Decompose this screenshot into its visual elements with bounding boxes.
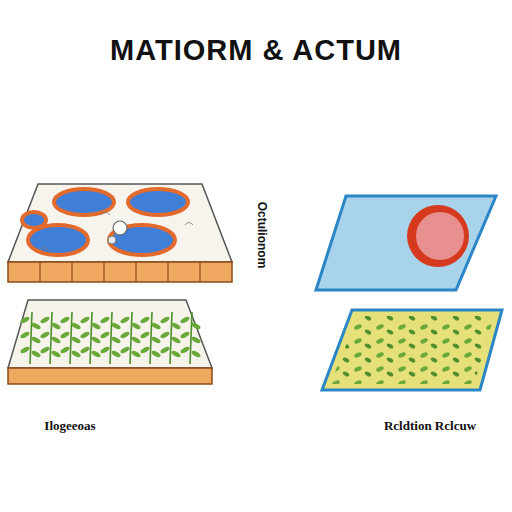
- caption-label: Ilogeeoas: [44, 418, 95, 434]
- caption-label: Rcldtion Rclcuw: [384, 418, 476, 434]
- plate-with-disc: [316, 196, 496, 290]
- dish-tray: [8, 184, 232, 282]
- leaf-tray: [322, 310, 502, 390]
- title: MATIORM & ACTUM: [110, 34, 402, 67]
- vertical-label: Octulionom: [255, 202, 269, 269]
- plant-tray: [8, 300, 212, 384]
